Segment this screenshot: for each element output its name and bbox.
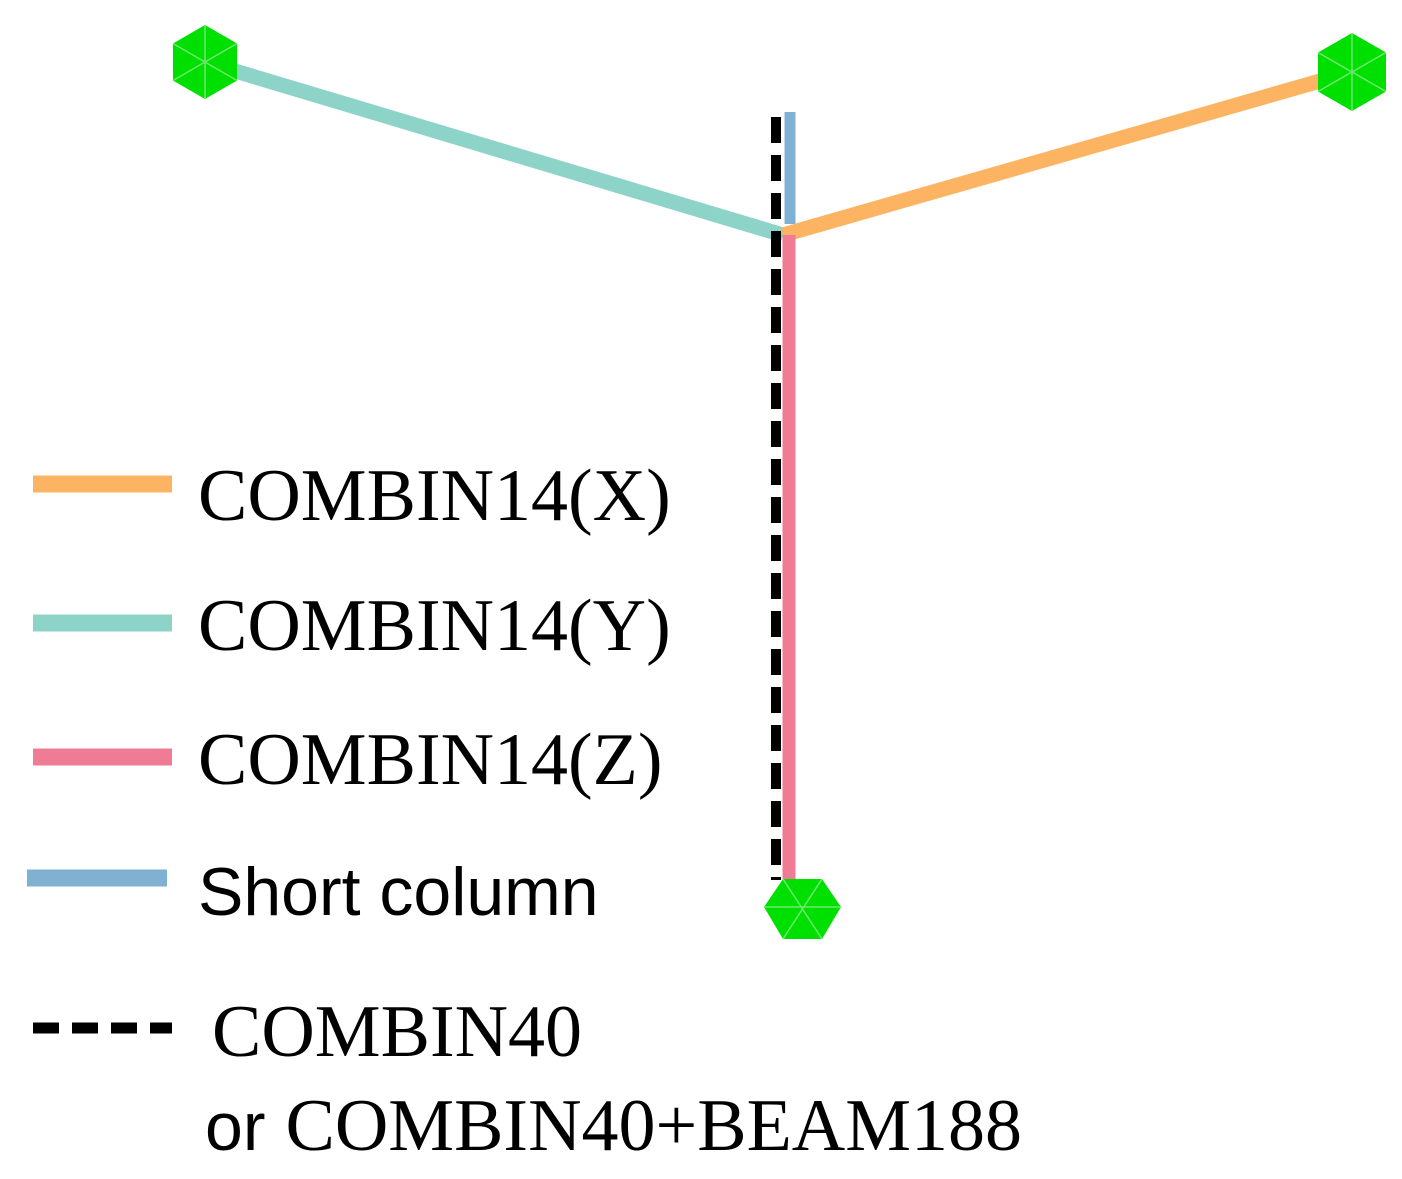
legend-label-spring-x: COMBIN14(X) — [198, 455, 671, 537]
legend-item-combin40: COMBIN40 or COMBIN40+BEAM188 — [33, 991, 1022, 1167]
legend-label-combin40: COMBIN40 — [212, 991, 582, 1073]
legend-label-short-column: Short column — [198, 854, 599, 930]
spring-y-element — [202, 54, 786, 243]
legend-item-spring-z: COMBIN14(Z) — [33, 719, 663, 801]
support-node-bottom — [764, 878, 841, 940]
legend-label-combin40-or: or — [205, 1089, 265, 1165]
legend-item-short-column: Short column — [27, 854, 599, 930]
legend-label-combin40-beam188: COMBIN40+BEAM188 — [285, 1085, 1022, 1167]
legend-label-combin40-line2: or COMBIN40+BEAM188 — [205, 1085, 1022, 1167]
support-node-left — [172, 25, 238, 99]
support-node-right — [1317, 33, 1387, 111]
spring-x-element — [780, 65, 1351, 243]
legend-label-spring-y: COMBIN14(Y) — [198, 585, 671, 667]
legend: COMBIN14(X) COMBIN14(Y) COMBIN14(Z) Shor… — [27, 455, 1022, 1167]
legend-label-spring-z: COMBIN14(Z) — [198, 719, 663, 801]
legend-item-spring-x: COMBIN14(X) — [33, 455, 671, 537]
legend-item-spring-y: COMBIN14(Y) — [33, 585, 671, 667]
